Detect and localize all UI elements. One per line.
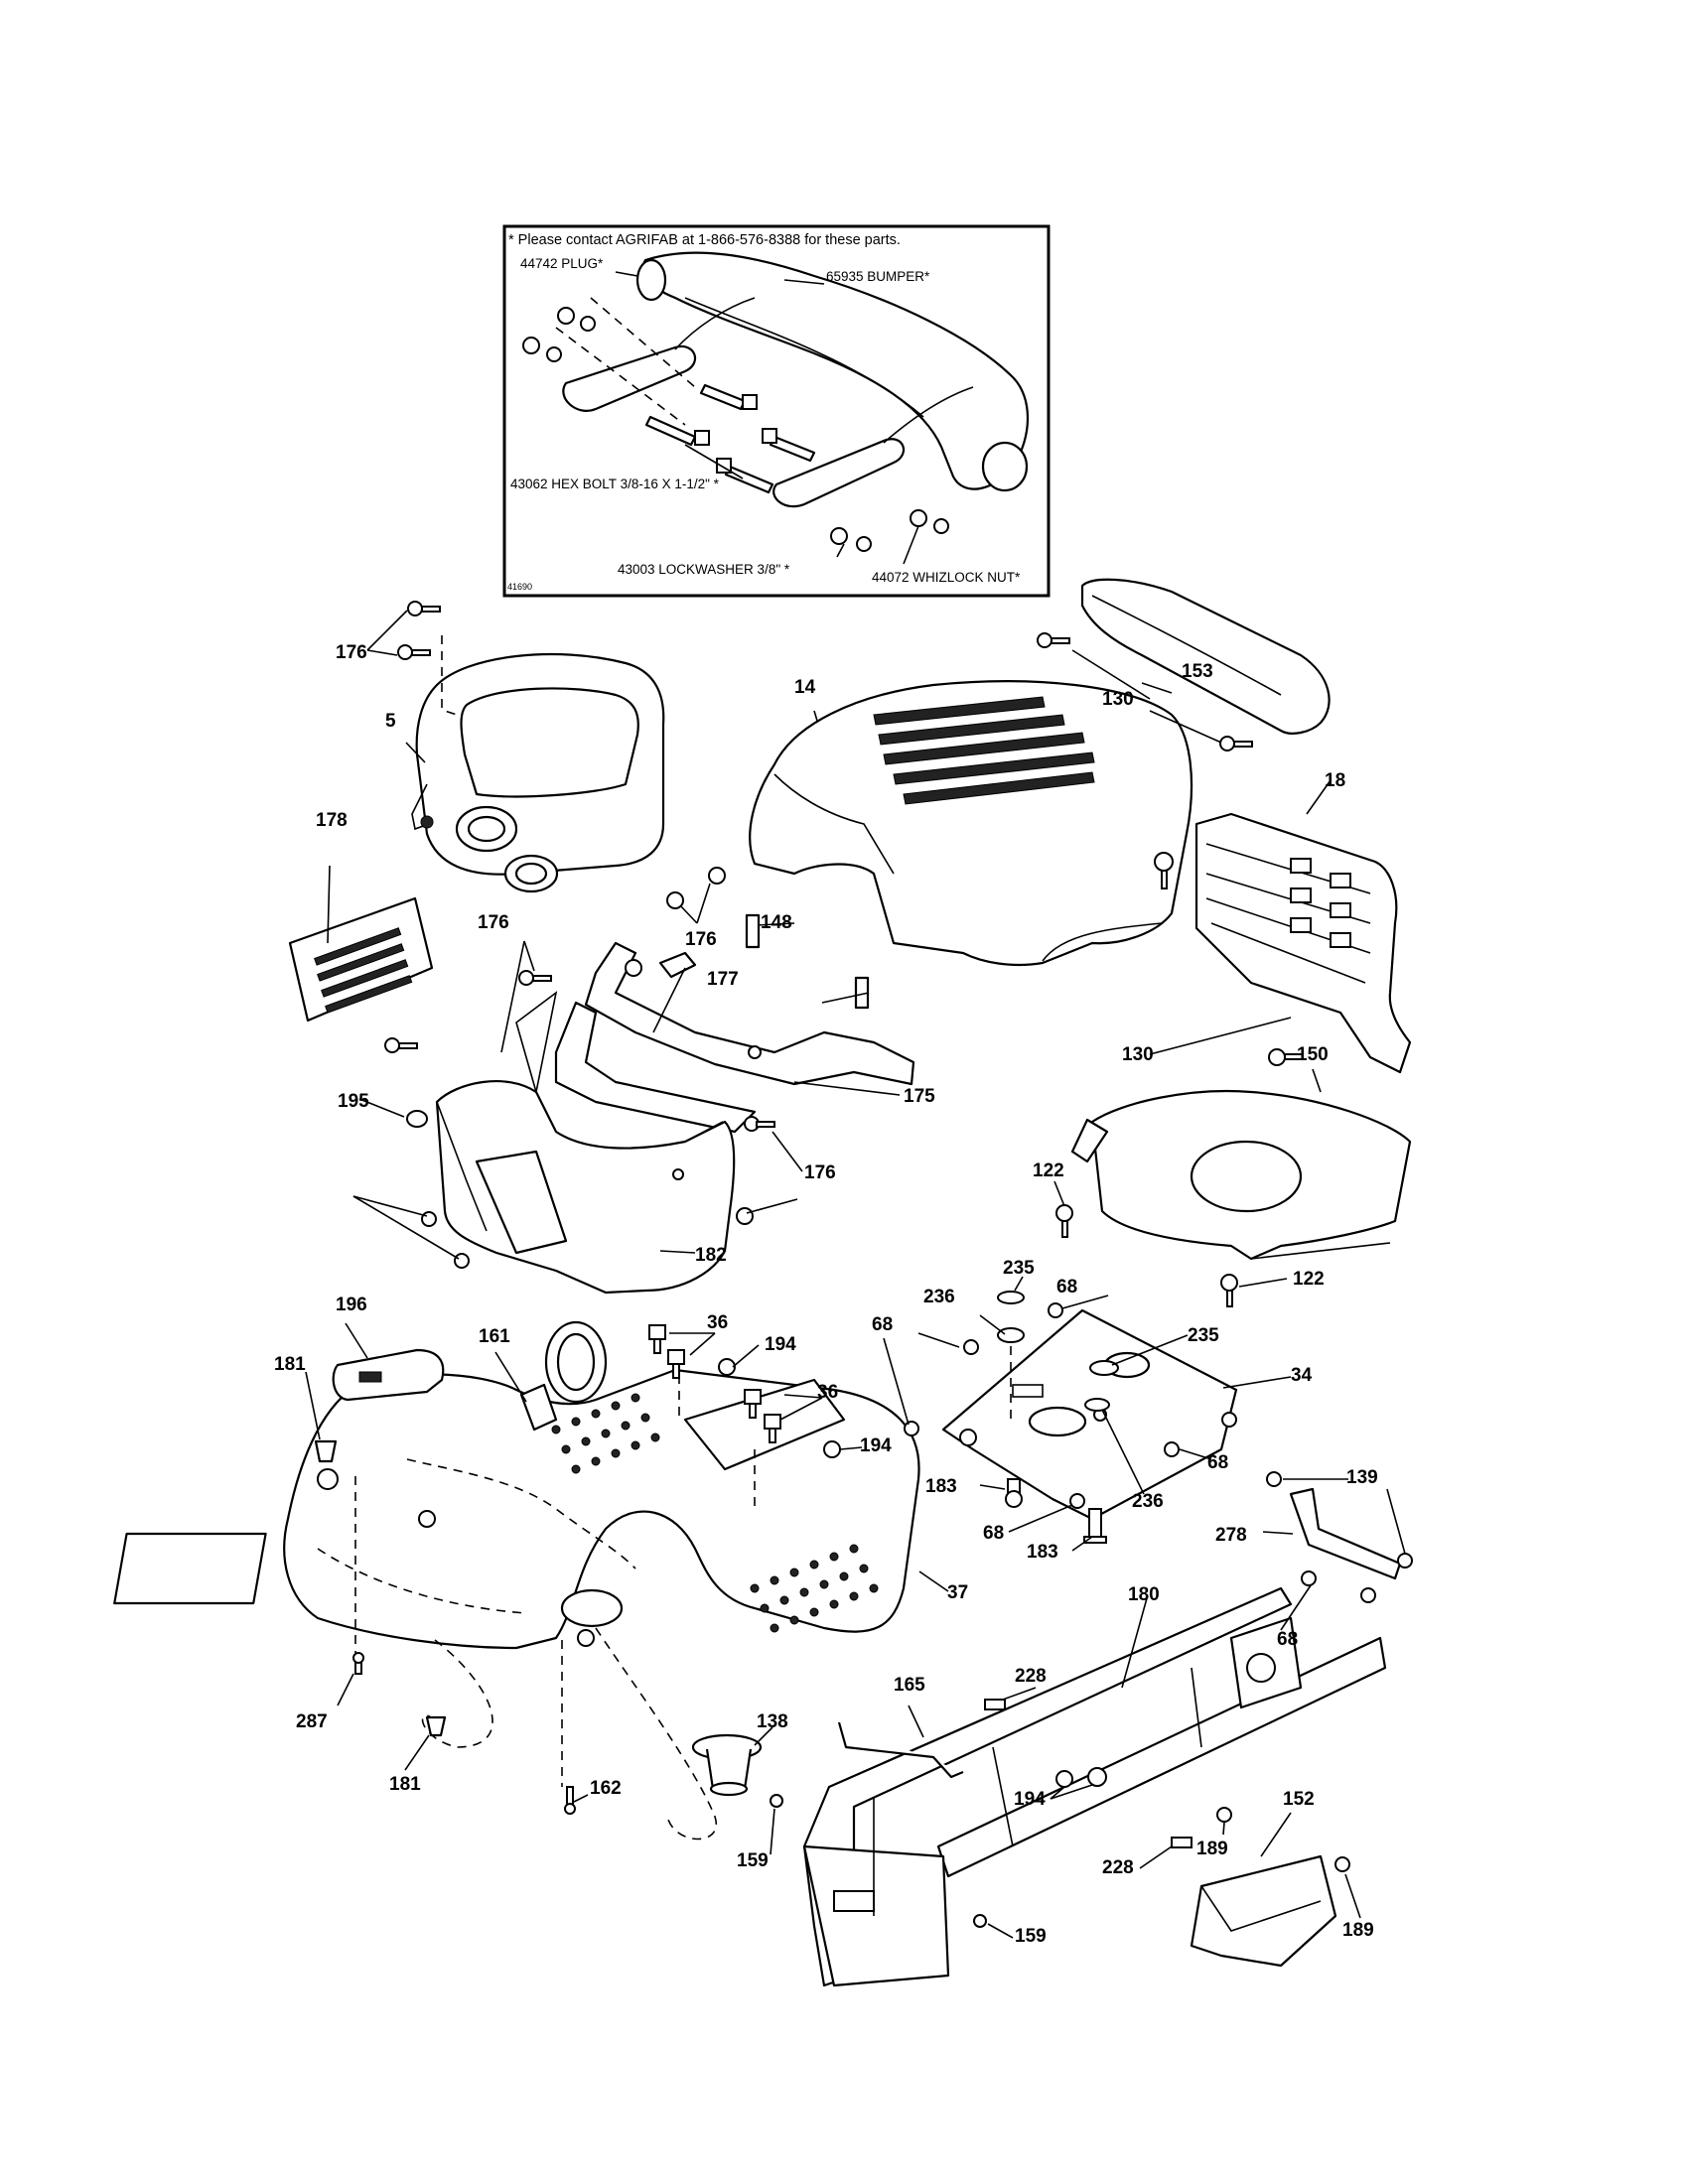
battery-cover <box>1070 1089 1412 1261</box>
callout-176-b: 176 <box>685 929 717 950</box>
bushing-138 <box>691 1733 763 1797</box>
callout-175: 175 <box>904 1086 935 1107</box>
callout-159-a: 159 <box>737 1850 769 1871</box>
callout-5: 5 <box>385 711 396 732</box>
hood-bracket <box>554 941 915 1134</box>
bumper-bracket-right <box>772 438 905 508</box>
callout-180: 180 <box>1128 1584 1160 1605</box>
callout-150: 150 <box>1297 1044 1329 1065</box>
callout-195: 195 <box>338 1091 369 1112</box>
callout-236-a: 236 <box>923 1287 955 1307</box>
callout-14: 14 <box>794 677 816 698</box>
hood-latch-clip <box>658 951 697 979</box>
main-frame <box>802 1586 1387 1987</box>
callout-68-a: 68 <box>1056 1277 1077 1297</box>
callout-189-b: 189 <box>1342 1920 1374 1941</box>
link-rod <box>837 1721 964 1779</box>
callout-153: 153 <box>1182 661 1213 682</box>
callout-176-d: 176 <box>804 1162 836 1183</box>
inset-label-bumper: 65935 BUMPER* <box>826 269 930 284</box>
hood <box>749 680 1193 967</box>
inset-note: * Please contact AGRIFAB at 1-866-576-83… <box>508 232 901 248</box>
loose-hardware <box>314 601 1413 1928</box>
callout-196: 196 <box>336 1295 367 1315</box>
callout-36-b: 36 <box>817 1382 838 1403</box>
callout-176-c: 176 <box>478 912 509 933</box>
callout-152: 152 <box>1283 1789 1315 1810</box>
bumper-kit-inset: * Please contact AGRIFAB at 1-866-576-83… <box>502 224 1051 598</box>
callout-278: 278 <box>1215 1525 1247 1546</box>
callout-165: 165 <box>894 1675 925 1696</box>
callout-138: 138 <box>757 1711 788 1732</box>
callout-68-e: 68 <box>1277 1629 1298 1650</box>
dash-tower <box>435 991 736 1295</box>
callout-287: 287 <box>296 1711 328 1732</box>
cup-holder-grommet <box>519 1320 608 1432</box>
bumper-bracket-left <box>562 344 697 412</box>
callout-181-b: 181 <box>389 1774 421 1795</box>
callout-37: 37 <box>947 1582 968 1603</box>
bracket-278 <box>1289 1487 1402 1580</box>
inset-label-plug: 44742 PLUG* <box>520 256 604 271</box>
inset-label-whizlock-nut: 44072 WHIZLOCK NUT* <box>872 570 1021 585</box>
fender-slots <box>551 1393 879 1633</box>
callout-139: 139 <box>1346 1467 1378 1488</box>
callout-194-b: 194 <box>860 1435 892 1456</box>
callout-236-b: 236 <box>1132 1491 1164 1512</box>
callout-183-a: 183 <box>925 1476 957 1497</box>
callout-130-b: 130 <box>1122 1044 1154 1065</box>
bumper-drawing <box>635 251 1029 492</box>
inset-hardware <box>522 297 949 552</box>
callout-182: 182 <box>695 1245 727 1266</box>
heat-shield <box>1190 1854 1337 1968</box>
side-vent-panel <box>288 896 434 1023</box>
callout-161: 161 <box>479 1326 510 1347</box>
callout-159-b: 159 <box>1015 1926 1047 1947</box>
callout-235-a: 235 <box>1003 1258 1035 1279</box>
callout-183-b: 183 <box>1027 1542 1058 1563</box>
callout-36-a: 36 <box>707 1312 728 1333</box>
shift-plate <box>332 1348 445 1402</box>
shift-plate-slot <box>358 1371 382 1383</box>
grille <box>1194 812 1412 1074</box>
dash-panel <box>411 652 665 893</box>
callout-122-a: 122 <box>1033 1160 1064 1181</box>
callout-194-c: 194 <box>1014 1789 1046 1810</box>
callout-18: 18 <box>1325 770 1345 791</box>
callout-228-b: 228 <box>1102 1857 1134 1878</box>
callout-68-d: 68 <box>983 1523 1004 1544</box>
callout-181-a: 181 <box>274 1354 306 1375</box>
steering-support-plate <box>941 1308 1238 1521</box>
callout-122-b: 122 <box>1293 1269 1325 1290</box>
callout-176-a: 176 <box>336 642 367 663</box>
callout-148: 148 <box>761 912 792 933</box>
side-vent-slots <box>314 927 413 1014</box>
callout-194-a: 194 <box>765 1334 796 1355</box>
fender-deck <box>113 1368 920 1650</box>
callout-228-a: 228 <box>1015 1666 1047 1687</box>
callout-130-a: 130 <box>1102 689 1134 710</box>
inset-label-hex-bolt: 43062 HEX BOLT 3/8-16 X 1-1/2" * <box>510 477 720 491</box>
callout-labels: 176 5 14 130 153 18 178 176 148 177 175 … <box>274 642 1378 1947</box>
leader-lines <box>305 610 1406 1939</box>
callout-189-a: 189 <box>1196 1839 1228 1859</box>
callout-178: 178 <box>316 810 348 831</box>
callout-68-c: 68 <box>1207 1452 1228 1473</box>
callout-68-b: 68 <box>872 1314 893 1335</box>
callout-162: 162 <box>590 1778 622 1799</box>
inset-ref-number: 41690 <box>507 582 532 592</box>
hood-bumper-pad-upper <box>745 913 761 949</box>
callout-177: 177 <box>707 969 739 990</box>
callout-34: 34 <box>1291 1365 1313 1386</box>
callout-235-b: 235 <box>1188 1325 1219 1346</box>
inset-label-lockwasher: 43003 LOCKWASHER 3/8" * <box>618 562 790 577</box>
front-bumper <box>1080 578 1331 735</box>
hood-vents <box>873 696 1095 805</box>
